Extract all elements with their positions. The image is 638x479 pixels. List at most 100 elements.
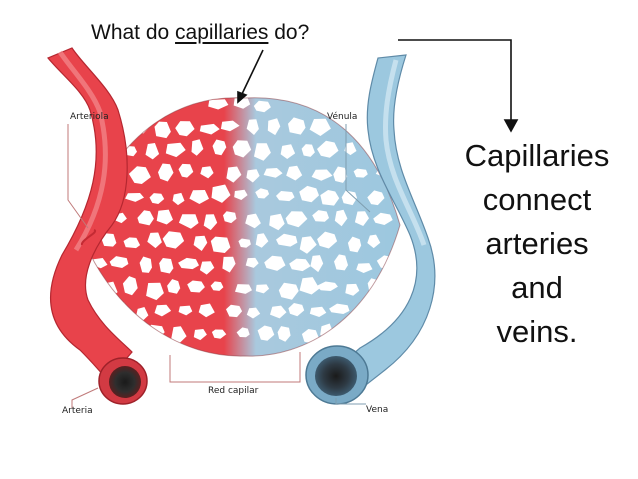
- capillary-gap: [309, 118, 331, 136]
- capillary-gap: [276, 191, 295, 202]
- capillary-gap: [226, 166, 242, 183]
- capillary-gap: [211, 329, 227, 339]
- artery-vessel: [47, 47, 148, 405]
- capillary-gap: [345, 283, 360, 296]
- capillary-gap: [329, 303, 350, 314]
- capillary-gap: [235, 284, 252, 294]
- capillary-gap: [285, 211, 308, 228]
- capillary-gap: [199, 261, 215, 275]
- capillary-gap: [178, 305, 193, 316]
- answer-connector-line: [398, 39, 512, 124]
- capillary-gap: [310, 255, 324, 273]
- answer-line: Capillaries: [464, 138, 610, 173]
- capillary-gap: [255, 188, 270, 199]
- arteria-label: Arteria: [62, 406, 93, 416]
- capillaries-pointer-head: [237, 90, 248, 104]
- capillary-gap: [211, 184, 231, 203]
- capillary-gap: [236, 327, 250, 338]
- capillary-gap: [145, 143, 160, 160]
- capillary-gap: [139, 256, 152, 273]
- capillary-gap: [255, 284, 270, 294]
- question-keyword: capillaries: [175, 21, 269, 44]
- capillary-gap: [341, 190, 357, 206]
- capillary-gap: [123, 237, 141, 249]
- capillaries-pointer-line: [241, 49, 264, 95]
- capillary-gap: [347, 236, 362, 253]
- capillary-gap: [356, 263, 373, 273]
- capillary-gap: [373, 212, 393, 225]
- capillary-gap: [299, 277, 320, 295]
- capillary-gap: [320, 190, 340, 206]
- capillary-gap: [246, 307, 261, 319]
- question-suffix: do?: [268, 21, 310, 44]
- capillary-gap: [149, 193, 165, 204]
- capillary-gap: [269, 213, 285, 231]
- capillary-gap: [277, 326, 291, 342]
- answer-line: veins.: [496, 314, 578, 349]
- capillary-gap: [301, 144, 315, 157]
- capillary-gap: [367, 234, 381, 249]
- capillary-gap: [159, 258, 174, 274]
- capillary-gap: [165, 142, 186, 158]
- capillary-gap: [286, 165, 303, 181]
- capillary-gap: [333, 166, 348, 183]
- capillary-gap: [246, 169, 260, 183]
- capillary-gap: [178, 214, 199, 229]
- capillary-gap: [334, 209, 348, 227]
- answer-line: arteries: [485, 226, 589, 261]
- capillary-gap: [270, 305, 287, 319]
- capillary-gap: [208, 99, 229, 110]
- capillary-gap: [264, 255, 286, 271]
- capillary-gap: [357, 302, 374, 317]
- arteriola-label: Arteriola: [70, 112, 109, 122]
- question-text: What do capillaries do?: [91, 22, 309, 43]
- capillary-gap: [278, 282, 299, 300]
- capillary-gap: [145, 324, 165, 340]
- capillary-gap: [334, 254, 348, 271]
- capillary-gap: [316, 281, 338, 291]
- capillary-gap: [299, 185, 319, 203]
- capillary-gap: [246, 119, 259, 135]
- capillary-gap: [276, 233, 298, 247]
- capillary-gap: [171, 326, 187, 344]
- capillary-gap: [187, 280, 205, 293]
- red-capilar-label: Red capilar: [208, 386, 259, 396]
- capillary-gap: [125, 193, 144, 202]
- answer-text: Capillaries connect arteries and veins.: [442, 134, 632, 354]
- answer-line: and: [511, 270, 563, 305]
- capillary-gap: [220, 120, 240, 132]
- capillary-gap: [178, 163, 194, 178]
- pointer-arrows: [237, 39, 519, 133]
- capillary-gap: [288, 117, 306, 135]
- capillary-gap: [234, 189, 248, 200]
- question-prefix: What do: [91, 21, 176, 44]
- capillary-gap: [175, 121, 195, 137]
- capillary-gap: [367, 190, 385, 206]
- capillary-gap: [255, 233, 269, 248]
- capillary-gap: [198, 303, 215, 318]
- capillary-gap: [344, 142, 357, 156]
- capillary-gap: [189, 190, 209, 204]
- capillary-gap: [354, 211, 369, 226]
- capillary-gap: [162, 231, 185, 249]
- capillary-gap: [353, 168, 368, 178]
- capillary-gap: [238, 238, 251, 248]
- capillary-gap: [309, 306, 327, 317]
- capillary-gap: [289, 258, 311, 272]
- capillary-gap: [257, 325, 275, 341]
- capillary-gap: [203, 214, 218, 231]
- answer-line: connect: [482, 182, 592, 217]
- capillary-gap: [167, 279, 181, 294]
- capillary-gap: [212, 139, 227, 156]
- answer-connector-head: [503, 119, 519, 133]
- capillary-gap: [263, 168, 283, 178]
- capillary-gap: [226, 304, 243, 318]
- capillary-gap: [245, 213, 261, 229]
- capillary-gap: [191, 139, 204, 156]
- capillary-gap: [193, 329, 207, 341]
- capillary-gap: [245, 257, 259, 268]
- capillary-gap: [367, 278, 380, 296]
- capillary-gap: [210, 236, 231, 253]
- label-leaders: [67, 124, 371, 408]
